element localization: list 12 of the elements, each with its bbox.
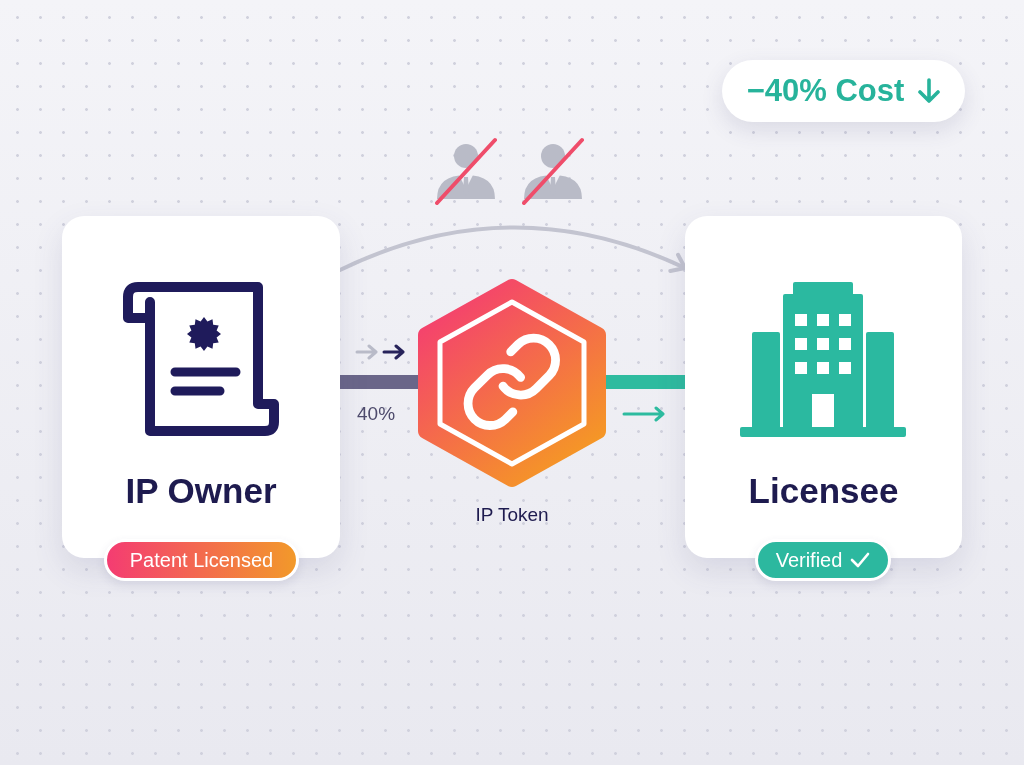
connector-bar xyxy=(340,375,418,389)
node-title: IP Owner xyxy=(125,471,277,511)
stat-text: −40% Cost xyxy=(746,73,905,109)
status-badge xyxy=(755,539,891,581)
edge-label: 40% xyxy=(357,403,396,425)
badge-text: Verified xyxy=(775,548,843,572)
stat-pill xyxy=(722,60,965,122)
curved-arrow xyxy=(338,225,687,274)
node-label: IP Token xyxy=(475,504,549,526)
connector-bar xyxy=(606,375,685,389)
node-title: Licensee xyxy=(748,471,899,511)
status-badge: Patent Licensed xyxy=(104,539,299,581)
